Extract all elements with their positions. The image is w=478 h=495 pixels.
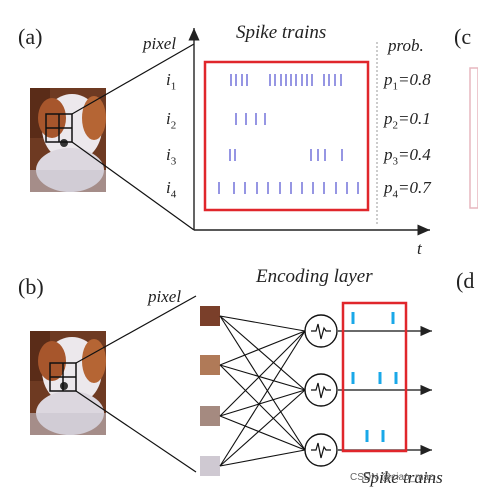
spike-rows-a [218, 74, 359, 194]
dog-image-b [30, 331, 106, 435]
connection-lines [219, 315, 306, 467]
connection-line [219, 315, 306, 451]
panel-c-hint [469, 67, 478, 209]
pixel-row-label: i4 [166, 178, 177, 201]
spike-train-box [203, 60, 370, 212]
connection-line [219, 389, 306, 417]
pixel-thumb-2 [200, 355, 220, 375]
connection-line [219, 315, 306, 391]
neuron [304, 373, 338, 407]
pixel-thumbnails [200, 306, 220, 476]
pixel-thumb-3 [200, 406, 220, 426]
connection-line [219, 415, 306, 451]
zoom-line-top-a [71, 43, 195, 115]
output-spike-box [341, 301, 408, 453]
zoom-line-bottom-a [71, 141, 195, 231]
connection-line [219, 449, 306, 467]
connection-line [219, 389, 306, 467]
zoom-line-bottom-b [75, 390, 197, 473]
prob-value-label: p2=0.1 [384, 109, 431, 132]
prob-value-label: p1=0.8 [384, 70, 431, 93]
output-spike-trains-label: Spike trains [362, 468, 443, 487]
pixel-grid-a [45, 113, 73, 143]
neurons [304, 314, 338, 467]
neuron [304, 433, 338, 467]
pixel-row-label: i2 [166, 109, 177, 132]
spike-trains-title: Spike trains [236, 22, 327, 43]
prob-value-label: p4=0.7 [384, 178, 431, 201]
connection-line [219, 364, 306, 451]
pixel-axis-label: pixel [143, 34, 177, 53]
panel-label-a: (a) [18, 24, 43, 49]
pixel-row-label: i3 [166, 145, 177, 168]
encoding-layer-title: Encoding layer [256, 266, 373, 287]
time-axis-label: t [417, 239, 422, 258]
connection-line [219, 330, 306, 417]
neuron [304, 314, 338, 348]
output-arrows [338, 325, 432, 456]
prob-value-label: p3=0.4 [384, 145, 431, 168]
watermark: CSDN @ciao_mao [350, 472, 435, 483]
connection-line [219, 315, 306, 332]
connection-line [219, 330, 306, 366]
panel-label-c: (c [454, 24, 472, 49]
pixel-column-label: pixel [148, 287, 182, 306]
panel-label-d: (d [456, 268, 475, 293]
dog-image-a [30, 88, 106, 192]
pixel-thumb-4 [200, 456, 220, 476]
pixel-thumb-1 [200, 306, 220, 326]
zoom-line-top-b [75, 295, 197, 364]
connection-line [219, 364, 306, 391]
prob-header: prob. [388, 36, 424, 55]
connection-line [219, 330, 306, 467]
pixel-grid-b [49, 362, 77, 392]
panel-label-b: (b) [18, 274, 44, 299]
spike-rows-b [351, 312, 398, 442]
pixel-row-label: i1 [166, 70, 177, 93]
